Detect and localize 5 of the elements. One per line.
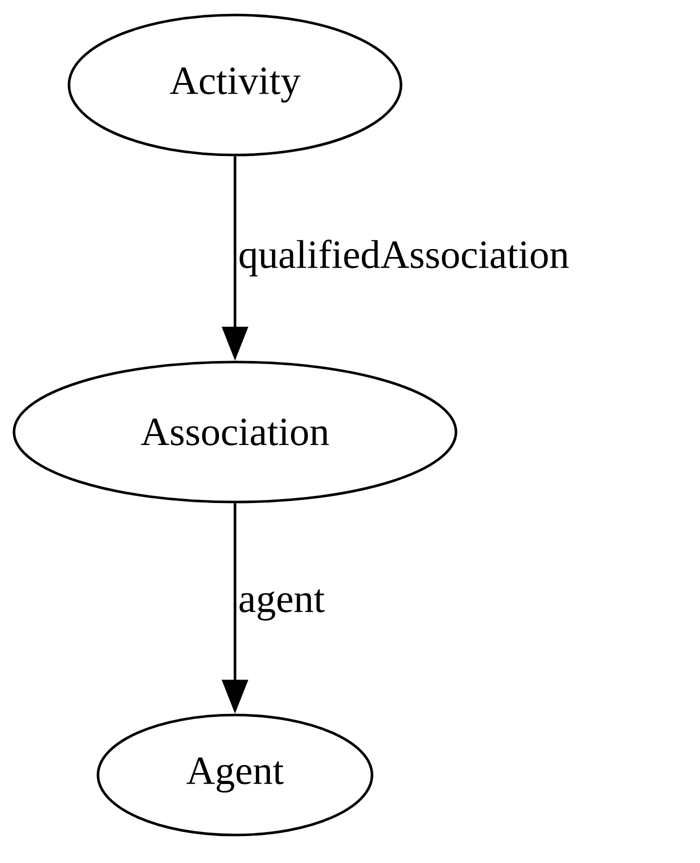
ellipse-node: Association: [12, 360, 458, 504]
edge-label: agent: [237, 588, 326, 622]
ellipse-node: Activity: [68, 14, 402, 156]
ellipse-node: Agent: [96, 714, 374, 836]
edge-label: qualifiedAssociation: [237, 238, 570, 278]
